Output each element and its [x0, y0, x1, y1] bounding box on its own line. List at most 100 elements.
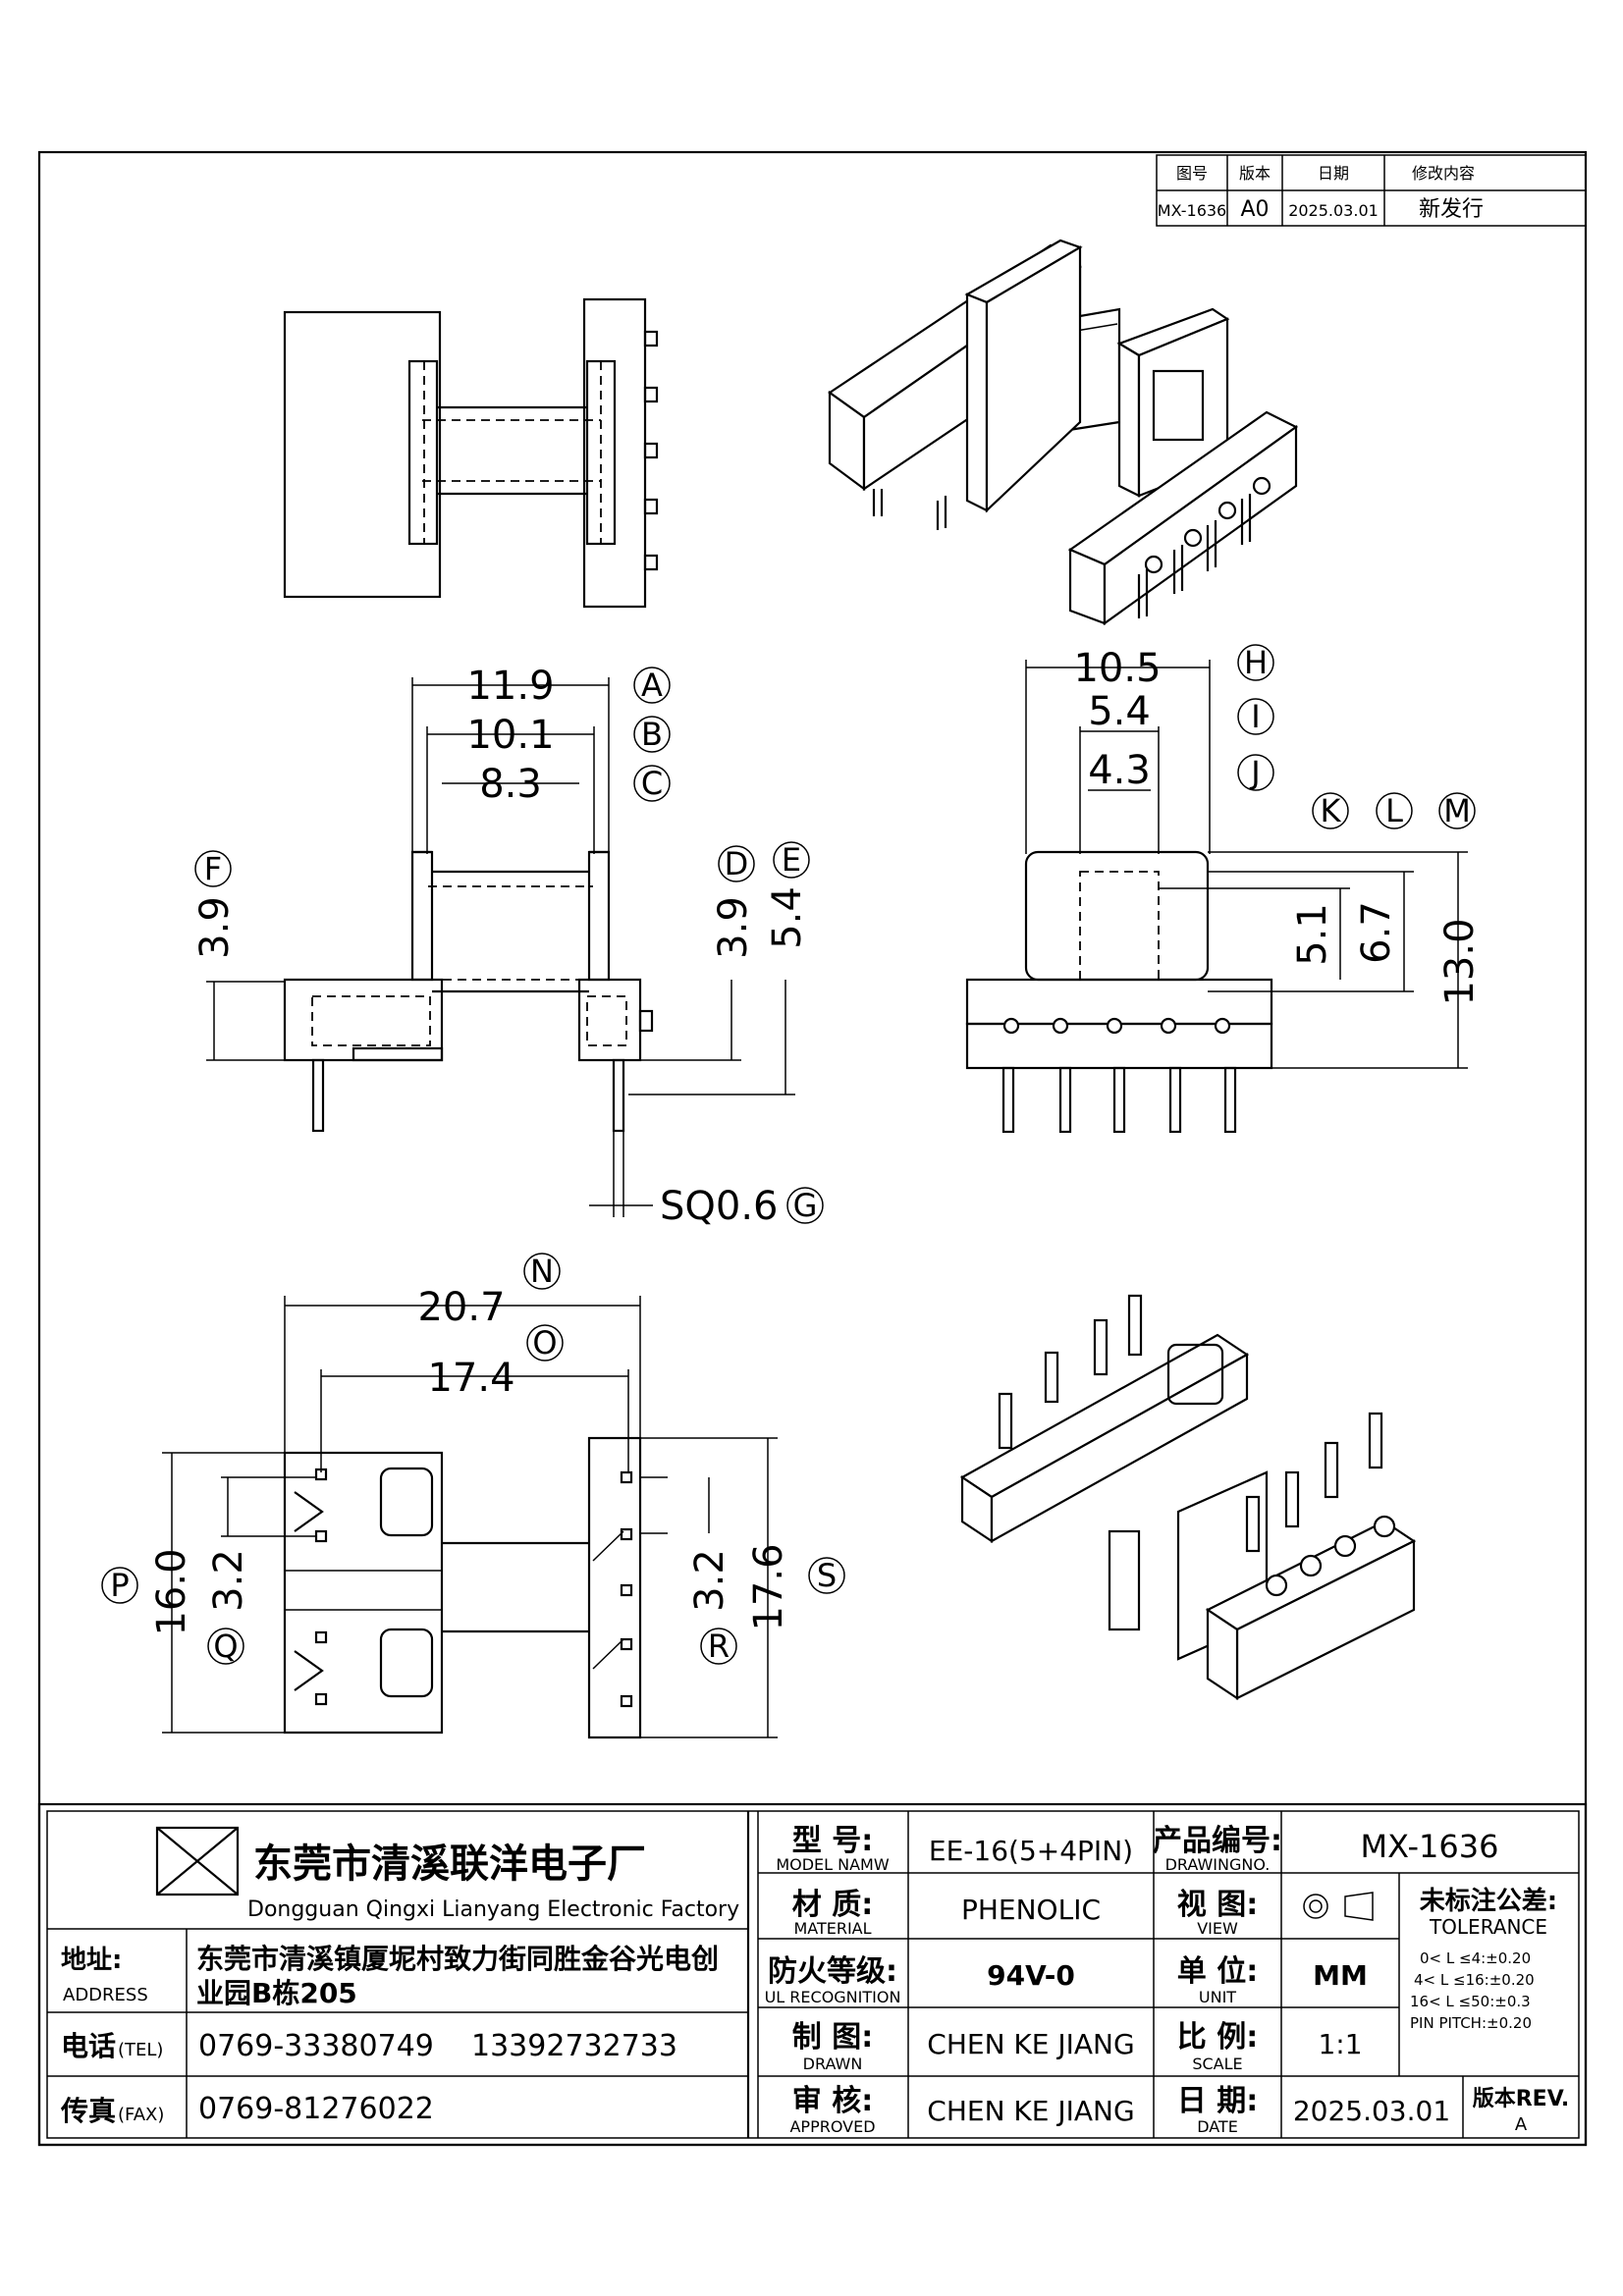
callout-O: O — [526, 1324, 564, 1362]
rev-row-drawing-no: MX-1636 — [1158, 201, 1226, 220]
svg-text:J: J — [1249, 754, 1260, 791]
scale-label-en: SCALE — [1192, 2055, 1242, 2073]
svg-text:M: M — [1443, 792, 1471, 829]
svg-text:P: P — [110, 1567, 129, 1604]
date-value: 2025.03.01 — [1293, 2095, 1450, 2127]
side-view — [965, 850, 1273, 1134]
revision-table: 图号 版本 日期 修改内容 MX-1636 A0 2025.03.01 新发行 — [1156, 154, 1587, 227]
dim-I: 5.4 — [1088, 689, 1151, 734]
material-label: 材 质: — [792, 1888, 873, 1922]
svg-text:D: D — [725, 845, 749, 882]
unit-label: 单 位: — [1177, 1954, 1258, 1989]
callout-D: D — [718, 845, 755, 882]
dim-G: SQ0.6 — [660, 1184, 779, 1229]
bottom-view — [283, 1436, 668, 1739]
callout-E: E — [773, 841, 810, 879]
dim-A: 11.9 — [466, 664, 554, 709]
projection-symbol-icon — [1303, 1892, 1374, 1921]
rev-header-date: 日期 — [1318, 164, 1349, 183]
date-label-en: DATE — [1197, 2117, 1238, 2136]
svg-text:I: I — [1251, 698, 1260, 735]
view-label: 视 图: — [1177, 1888, 1258, 1922]
rev-header-version: 版本 — [1239, 164, 1271, 183]
callout-F: F — [194, 850, 232, 887]
svg-text:E: E — [782, 841, 801, 879]
callout-R: R — [700, 1628, 737, 1665]
dim-S: 17.6 — [746, 1543, 791, 1630]
company-name-cn: 东莞市清溪联洋电子厂 — [253, 1842, 646, 1887]
svg-text:F: F — [204, 850, 222, 887]
ul-value: 94V-0 — [987, 1959, 1075, 1992]
dim-F: 3.9 — [192, 896, 238, 959]
title-block: 东莞市清溪联洋电子厂 Dongguan Qingxi Lianyang Elec… — [37, 1802, 1588, 2147]
callout-P: P — [101, 1567, 138, 1604]
fax-value: 0769-81276022 — [198, 2092, 434, 2126]
svg-text:N: N — [530, 1253, 554, 1290]
dim-J: 4.3 — [1088, 748, 1151, 793]
callout-B: B — [633, 716, 671, 753]
drawing-no-value: MX-1636 — [1361, 1828, 1499, 1865]
svg-text:S: S — [817, 1557, 837, 1594]
tolerance-line-3: 16< L ≤50:±0.3 — [1410, 1993, 1531, 2010]
dim-E: 5.4 — [765, 886, 810, 949]
rev-value: A — [1515, 2114, 1528, 2135]
callout-A: A — [633, 667, 671, 704]
callout-L: L — [1376, 792, 1413, 829]
tolerance-label-en: TOLERANCE — [1429, 1915, 1547, 1939]
svg-text:Q: Q — [213, 1628, 238, 1665]
dim-M: 13.0 — [1437, 918, 1483, 1005]
dim-C: 8.3 — [479, 762, 542, 807]
rev-label: 版本REV. — [1473, 2087, 1570, 2111]
dim-H: 10.5 — [1073, 646, 1161, 691]
rev-header-drawing-no: 图号 — [1176, 164, 1208, 183]
unit-label-en: UNIT — [1199, 1988, 1236, 2006]
top-view — [283, 297, 659, 609]
iso-view-bottom — [959, 1294, 1417, 1701]
tolerance-label: 未标注公差: — [1420, 1886, 1557, 1916]
tel-label-en: (TEL) — [118, 2040, 163, 2060]
model-label: 型 号: — [792, 1824, 873, 1858]
svg-text:R: R — [708, 1628, 730, 1665]
dim-N: 20.7 — [417, 1285, 505, 1330]
ul-label: 防火等级: — [768, 1954, 897, 1989]
material-label-en: MATERIAL — [793, 1919, 871, 1938]
dim-D: 3.9 — [711, 896, 756, 959]
company-logo — [155, 1826, 240, 1896]
front-view — [283, 850, 654, 1133]
callout-M: M — [1438, 792, 1476, 829]
dim-P: 16.0 — [149, 1548, 194, 1635]
ul-label-en: UL RECOGNITION — [765, 1988, 901, 2006]
tel-label: 电话 — [61, 2030, 116, 2062]
rev-row-date: 2025.03.01 — [1288, 201, 1379, 220]
callout-Q: Q — [207, 1628, 244, 1665]
tolerance-line-4: PIN PITCH:±0.20 — [1410, 2014, 1532, 2032]
approved-value: CHEN KE JIANG — [927, 2095, 1134, 2127]
dim-K: 5.1 — [1290, 903, 1335, 966]
scale-value: 1:1 — [1318, 2028, 1362, 2060]
dim-O: 17.4 — [427, 1356, 514, 1401]
svg-text:C: C — [641, 765, 663, 802]
dim-B: 10.1 — [466, 713, 554, 758]
view-label-en: VIEW — [1197, 1919, 1238, 1938]
model-value: EE-16(5+4PIN) — [929, 1835, 1133, 1867]
material-value: PHENOLIC — [961, 1894, 1101, 1926]
dim-Q: 3.2 — [206, 1549, 251, 1612]
rev-row-version: A0 — [1240, 197, 1269, 222]
approved-label: 审 核: — [792, 2084, 873, 2118]
scale-label: 比 例: — [1177, 2020, 1258, 2055]
rev-header-change: 修改内容 — [1412, 164, 1475, 183]
iso-view-top — [828, 239, 1299, 626]
callout-N: N — [523, 1253, 561, 1290]
svg-text:H: H — [1244, 644, 1268, 681]
address-label: 地址: — [61, 1946, 122, 1975]
callout-K: K — [1312, 792, 1349, 829]
svg-text:O: O — [532, 1324, 557, 1362]
drawing-no-label-en: DRAWINGNO. — [1165, 1855, 1271, 1874]
svg-text:L: L — [1385, 792, 1403, 829]
callout-H: H — [1237, 644, 1274, 681]
callout-J: J — [1237, 754, 1274, 791]
tel-value: 0769-33380749 13392732733 — [198, 2029, 677, 2063]
callout-C: C — [633, 765, 671, 802]
drawing-no-label: 产品编号: — [1153, 1824, 1282, 1858]
